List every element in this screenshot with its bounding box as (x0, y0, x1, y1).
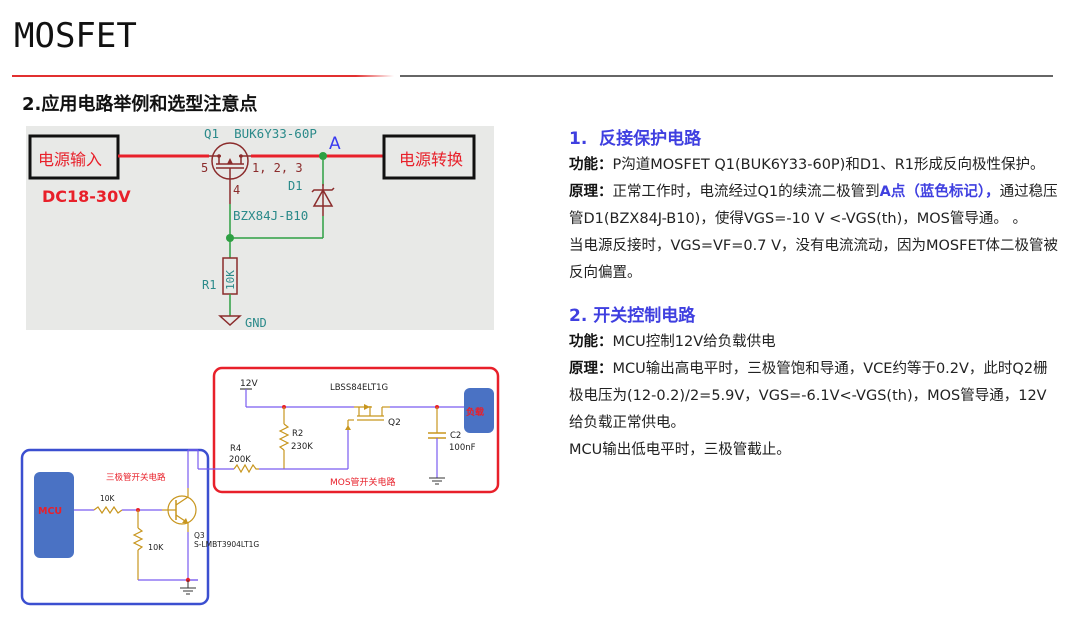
reverse-protection-function: 功能：P沟道MOSFET Q1(BUK6Y33-60P)和D1、R1形成反向极性… (569, 152, 1059, 179)
r4-resistor (233, 463, 259, 474)
switch-control-heading: 2. 开关控制电路 (569, 306, 696, 326)
spacer (569, 287, 1059, 303)
load-label: 负载 (466, 406, 484, 418)
mos-switch-box (212, 366, 500, 494)
q3-label: Q3 (194, 531, 205, 540)
d1-part-label: BZX84J-B10 (233, 208, 308, 223)
d1-label: D1 (288, 179, 302, 193)
function-text: MCU控制12V给负载供电 (612, 334, 776, 350)
node-a-label: A (329, 134, 341, 154)
function-label: 功能： (569, 157, 613, 173)
title-rule-red (12, 75, 394, 77)
r2-resistor (278, 423, 290, 451)
q1-mosfet-symbol (209, 142, 251, 180)
rb-resistor (93, 505, 123, 515)
mcu-block (34, 472, 74, 558)
reverse-protection-heading: 1. 反接保护电路 (569, 129, 702, 149)
switch-control-low-case: MCU输出低电平时，三极管截止。 (569, 442, 791, 458)
principle-text: MCU输出高电平时，三极管饱和导通，VCE约等于0.2V，此时Q2栅极电压为(1… (569, 361, 1048, 431)
q2-mosfet-symbol (345, 404, 390, 430)
c2-ground-icon (429, 477, 445, 485)
function-text: P沟道MOSFET Q1(BUK6Y33-60P)和D1、R1形成反向极性保护。 (612, 157, 1045, 173)
d1-zener-symbol (311, 184, 335, 216)
reverse-protection-reverse-case: 当电源反接时，VGS=VF=0.7 V，没有电流流动，因为MOSFET体二极管被… (569, 238, 1058, 281)
reverse-protection-schematic: 电源输入 DC18-30V Q1 BUK6Y33-60P 5 1, 2, 3 4… (26, 126, 494, 330)
explanation-column: 1. 反接保护电路 功能：P沟道MOSFET Q1(BUK6Y33-60P)和D… (569, 126, 1059, 464)
q2-label: Q2 (388, 418, 401, 428)
q3-transistor-symbol (162, 488, 197, 532)
mos-caption: MOS管开关电路 (330, 476, 396, 488)
power-input-label: 电源输入 (38, 150, 102, 169)
q3-part-label: S-LMBT3904LT1G (194, 540, 259, 549)
r1-label: R1 (202, 278, 216, 292)
node-a-dot (319, 152, 327, 160)
q1-pin-left: 5 (201, 161, 208, 175)
rbe-value: 10K (148, 543, 164, 552)
rb-value: 10K (100, 494, 116, 503)
r1-value: 10K (224, 270, 237, 290)
switch-control-schematic: 12V LBSS84ELT1G Q2 负载 (14, 360, 514, 610)
q1-label: Q1 BUK6Y33-60P (204, 126, 317, 141)
principle-text-b: 通过稳压管D1(BZX84J-B10)，使得VGS=-10 V <-VGS(th… (569, 184, 1058, 227)
bjt-switch-box (20, 448, 210, 606)
section-title: 2.应用电路举例和选型注意点 (22, 94, 258, 115)
power-convert-label: 电源转换 (399, 150, 463, 169)
principle-label: 原理： (569, 184, 613, 200)
load-block (464, 388, 494, 433)
page-title: MOSFET (14, 16, 137, 56)
q1-pin-right: 1, 2, 3 (252, 161, 303, 175)
gnd-symbol (218, 315, 242, 327)
mcu-label: MCU (38, 506, 62, 517)
function-label: 功能： (569, 334, 613, 350)
q2-part-label: LBSS84ELT1G (330, 383, 388, 393)
input-voltage-label: DC18-30V (42, 187, 131, 206)
bjt-caption: 三极管开关电路 (106, 472, 166, 483)
switch-control-function: 功能：MCU控制12V给负载供电 (569, 329, 1059, 356)
title-rule-gray (400, 75, 1053, 77)
r2-label: R2 (292, 429, 303, 439)
c2-label: C2 (450, 431, 461, 441)
c2-value: 100nF (449, 443, 476, 453)
gate-node-dot (226, 234, 234, 242)
gnd-label: GND (245, 316, 267, 330)
node-a-highlight: A点（蓝色标记）， (879, 184, 1000, 200)
reverse-protection-principle: 原理：正常工作时，电流经过Q1的续流二极管到A点（蓝色标记），通过稳压管D1(B… (569, 179, 1059, 233)
r4-label: R4 (230, 444, 241, 454)
q1-pin-gate: 4 (233, 183, 240, 197)
power-convert-box (382, 134, 476, 180)
q3-ground-icon (180, 587, 196, 595)
switch-control-principle: 原理：MCU输出高电平时，三极管饱和导通，VCE约等于0.2V，此时Q2栅极电压… (569, 356, 1059, 437)
r2-value: 230K (291, 442, 313, 452)
supply-label: 12V (240, 379, 258, 389)
rbe-resistor (132, 527, 144, 551)
principle-label: 原理： (569, 361, 613, 377)
r4-value: 200K (229, 455, 251, 465)
principle-text-a: 正常工作时，电流经过Q1的续流二极管到 (612, 184, 880, 200)
